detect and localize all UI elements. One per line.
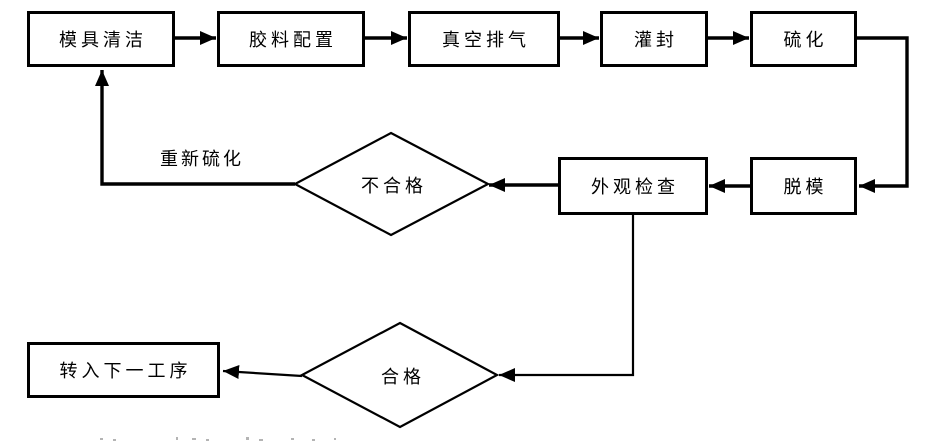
node-demolding: 脱模 (750, 157, 857, 215)
arrow-inspection-to-pass (499, 215, 635, 382)
node-next-process: 转入下一工序 (27, 342, 220, 398)
revulcanize-edge-label: 重新硫化 (160, 149, 244, 169)
arrow-vulcanization-to-demolding (857, 36, 909, 193)
node-vacuum-degassing: 真空排气 (408, 11, 560, 67)
node-vulcanization: 硫化 (750, 11, 857, 67)
arrow-fail-to-mold-cleaning (95, 70, 295, 186)
pass-decision-diamond (299, 321, 500, 429)
pass-decision-label: 合格 (381, 367, 425, 387)
node-compound-prep: 胶料配置 (217, 11, 365, 67)
node-visual-inspection: 外观检查 (558, 157, 708, 215)
node-potting: 灌封 (600, 11, 708, 67)
clipped-caption-fragment (100, 437, 336, 441)
fail-decision-label: 不合格 (361, 176, 427, 196)
node-mold-cleaning: 模具清洁 (27, 11, 175, 67)
fail-decision-diamond (292, 131, 491, 237)
arrow-pass-to-next-process (222, 365, 303, 379)
